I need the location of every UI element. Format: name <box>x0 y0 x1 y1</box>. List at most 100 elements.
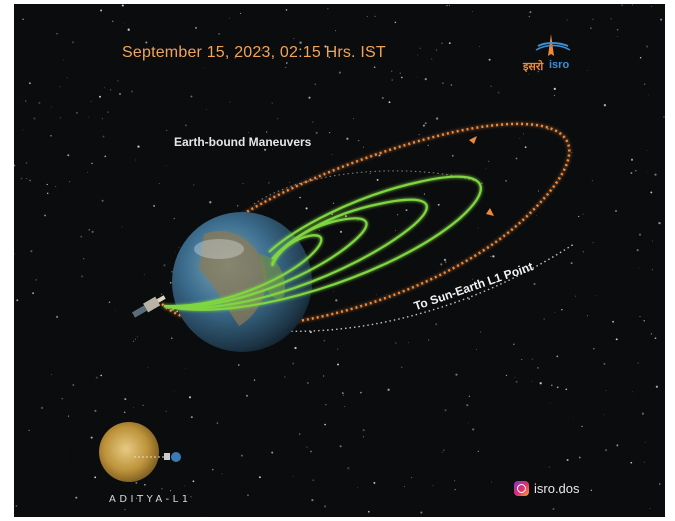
star <box>114 310 116 312</box>
star <box>450 84 453 86</box>
star <box>323 375 325 377</box>
star <box>63 59 65 61</box>
star <box>638 267 639 269</box>
star <box>529 11 532 14</box>
star <box>111 20 114 23</box>
star <box>179 54 180 56</box>
star <box>367 510 370 513</box>
date-time-headline: September 15, 2023, 02:15 Hrs. IST <box>122 44 386 61</box>
star <box>565 388 568 391</box>
star <box>639 57 642 59</box>
star <box>193 184 195 186</box>
star <box>603 362 606 365</box>
star <box>391 70 393 72</box>
star <box>184 485 186 487</box>
star <box>127 28 130 31</box>
star <box>69 181 71 183</box>
star <box>560 492 562 494</box>
mission-name: ADITYA-L1 <box>109 494 192 505</box>
star <box>134 159 136 161</box>
star <box>271 451 274 454</box>
space-illustration: September 15, 2023, 02:15 Hrs. IST Earth… <box>14 4 665 517</box>
star <box>422 124 425 127</box>
star <box>331 154 333 155</box>
star <box>485 167 487 169</box>
star <box>581 425 583 428</box>
star <box>411 477 413 478</box>
star <box>423 193 425 195</box>
star <box>40 406 44 410</box>
star <box>121 4 124 7</box>
star <box>124 398 127 401</box>
star <box>446 4 448 7</box>
star <box>83 258 85 260</box>
star <box>110 89 112 91</box>
star <box>144 483 146 486</box>
aditya-l1-badge <box>99 422 181 482</box>
star <box>245 394 249 397</box>
isro-english-wordmark: isro <box>549 59 570 71</box>
star <box>357 487 359 489</box>
star <box>431 58 433 60</box>
star <box>366 16 368 18</box>
star <box>87 171 88 173</box>
star <box>435 323 438 326</box>
star <box>347 467 350 470</box>
star <box>14 253 15 255</box>
earth-bound-orbits <box>163 175 482 311</box>
star <box>236 204 239 207</box>
star <box>386 294 387 296</box>
star <box>136 497 138 499</box>
star <box>381 96 384 100</box>
star <box>387 388 390 391</box>
star <box>175 251 176 253</box>
star <box>595 295 597 296</box>
star <box>56 315 59 318</box>
star <box>80 235 83 238</box>
star <box>467 422 469 424</box>
social-handle: isro.dos <box>514 481 580 496</box>
star <box>400 76 403 79</box>
star <box>38 101 41 104</box>
star <box>298 433 301 435</box>
star <box>94 476 97 479</box>
star <box>285 9 288 11</box>
star <box>46 183 48 186</box>
star <box>72 384 75 386</box>
star <box>98 95 102 98</box>
star <box>524 146 527 149</box>
star <box>419 47 421 49</box>
star <box>30 250 33 253</box>
star <box>637 362 639 364</box>
star <box>592 18 594 20</box>
star <box>519 138 521 139</box>
star <box>311 499 314 502</box>
star <box>67 415 70 417</box>
star <box>195 26 197 29</box>
star <box>339 230 343 233</box>
star <box>373 481 376 484</box>
star <box>158 183 160 185</box>
star <box>472 11 474 12</box>
star <box>346 137 349 140</box>
star <box>660 18 663 21</box>
star <box>490 85 492 87</box>
star <box>537 367 539 369</box>
star <box>357 219 359 221</box>
star <box>61 397 64 400</box>
star <box>537 190 539 192</box>
star <box>293 38 295 39</box>
star <box>444 261 447 263</box>
star <box>420 511 423 514</box>
star <box>171 270 173 273</box>
star <box>56 33 58 35</box>
star <box>264 148 267 151</box>
star <box>432 485 434 487</box>
star <box>561 309 563 311</box>
star <box>221 473 223 475</box>
star <box>492 255 495 258</box>
star <box>50 106 52 108</box>
star <box>468 298 471 300</box>
star <box>88 116 90 118</box>
star <box>658 221 661 225</box>
